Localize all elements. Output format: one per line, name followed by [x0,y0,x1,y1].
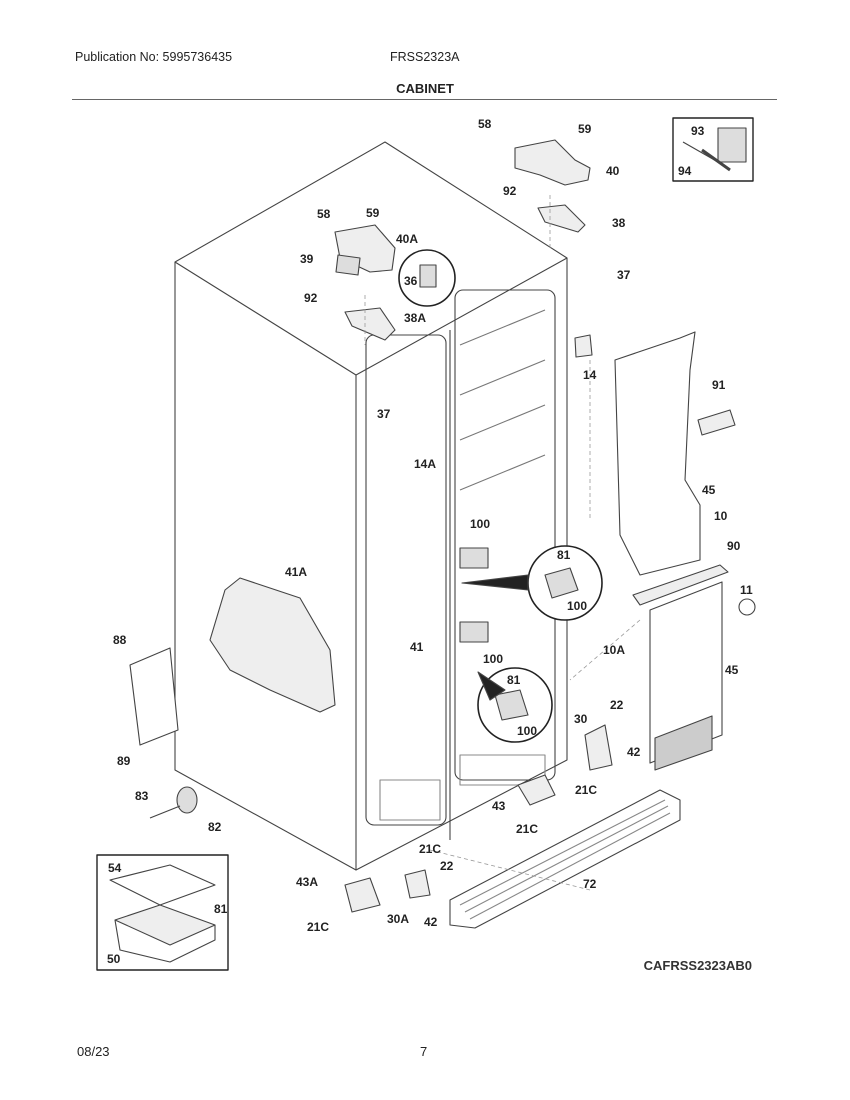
callout-14: 14 [583,368,597,382]
callout-83: 83 [135,789,149,803]
door-bag [209,577,336,713]
callout-100: 100 [470,517,490,531]
callout-14a: 14A [414,457,436,471]
callout-88: 88 [113,633,127,647]
callout-40a: 40A [396,232,418,246]
callout-92: 92 [304,291,318,305]
callout-40: 40 [606,164,620,178]
callout-93: 93 [691,124,705,138]
callout-94: 94 [678,164,692,178]
drawing-code: CAFRSS2323AB0 [643,958,752,973]
callout-92: 92 [503,184,517,198]
callout-45: 45 [725,663,739,677]
callout-41: 41 [410,640,424,654]
callout-89: 89 [117,754,131,768]
callout-30: 30 [574,712,588,726]
footer-date: 08/23 [77,1044,110,1059]
callout-100: 100 [483,652,503,666]
callout-30a: 30A [387,912,409,926]
callout-59: 59 [578,122,592,136]
callout-43a: 43A [296,875,318,889]
callout-21c: 21C [516,822,538,836]
callout-91: 91 [712,378,726,392]
callout-38: 38 [612,216,626,230]
callout-100: 100 [517,724,537,738]
callout-81: 81 [557,548,571,562]
callout-59: 59 [366,206,380,220]
model-number: FRSS2323A [390,50,460,64]
page-number: 7 [420,1044,428,1059]
callout-100: 100 [567,599,587,613]
callout-42: 42 [424,915,438,929]
callout-81: 81 [507,673,521,687]
inset-54-50 [96,854,229,971]
callout-50: 50 [107,952,121,966]
callout-58: 58 [317,207,331,221]
callout-43: 43 [492,799,506,813]
callout-54: 54 [108,861,122,875]
callout-72: 72 [583,877,597,891]
callout-58: 58 [478,117,492,131]
callout-21c: 21C [307,920,329,934]
callout-11: 11 [740,583,753,597]
rear-panels [574,331,756,771]
callout-81: 81 [214,902,228,916]
callout-22: 22 [440,859,454,873]
base-parts [129,647,681,929]
section-title: CABINET [396,81,454,96]
publication-number: Publication No: 5995736435 [75,50,233,64]
callout-45: 45 [702,483,716,497]
callout-39: 39 [300,252,314,266]
callout-82: 82 [208,820,222,834]
callout-labels: 58 59 40 93 94 92 38 58 59 40A 39 36 37 … [107,117,753,966]
callout-10: 10 [714,509,728,523]
callout-21c: 21C [419,842,441,856]
detail-circles [459,545,603,743]
callout-37: 37 [377,407,391,421]
callout-22: 22 [610,698,624,712]
callout-42: 42 [627,745,641,759]
inset-93-94 [672,117,754,182]
hinge-covers [334,139,591,341]
callout-37: 37 [617,268,631,282]
callout-10a: 10A [603,643,625,657]
callout-90: 90 [727,539,741,553]
callout-21c: 21C [575,783,597,797]
callout-41a: 41A [285,565,307,579]
header-rule [72,99,777,100]
callout-38a: 38A [404,311,426,325]
callout-36: 36 [404,274,418,288]
